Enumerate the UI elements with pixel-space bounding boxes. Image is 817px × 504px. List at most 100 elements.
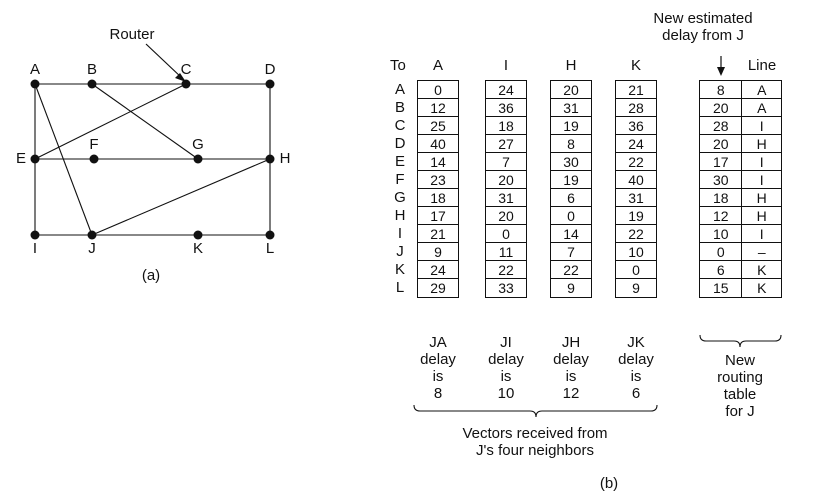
caption-line: for J	[725, 403, 755, 420]
vector-cell: 24	[486, 81, 526, 99]
row-label: A	[394, 81, 405, 98]
node-a	[30, 79, 40, 89]
routing-delay: 8	[700, 81, 743, 98]
footer-line: JA	[429, 334, 447, 351]
vector-cell: 0	[551, 207, 591, 225]
routing-line: H	[756, 208, 767, 224]
vector-cell: 28	[616, 99, 656, 117]
vector-cell: 20	[486, 207, 526, 225]
caption-line: routing	[717, 369, 763, 386]
vector-cell: 31	[616, 189, 656, 207]
routing-line: I	[759, 172, 764, 188]
caption-b: (b)	[599, 475, 619, 492]
caption-a: (a)	[141, 267, 161, 284]
node-label-g: G	[192, 136, 204, 153]
routing-line: I	[759, 226, 764, 242]
node-g	[193, 154, 203, 164]
footer-line: 12	[562, 385, 580, 402]
caption-line: table	[723, 386, 757, 403]
vector-cell: 12	[418, 99, 458, 117]
node-f	[89, 154, 99, 164]
routing-brace	[699, 334, 782, 348]
vector-cell: 31	[486, 189, 526, 207]
footer-line: delay	[488, 351, 524, 368]
vector-cell: 0	[486, 225, 526, 243]
routing-table-caption: New routing table for J	[717, 352, 763, 420]
vector-cell: 30	[551, 153, 591, 171]
routing-delay: 6	[700, 261, 743, 278]
row-label: I	[397, 225, 403, 242]
vector-cell: 27	[486, 135, 526, 153]
node-l	[265, 230, 275, 240]
node-i	[30, 230, 40, 240]
vector-cell: 33	[498, 280, 514, 296]
routing-row: 28 I	[700, 117, 781, 135]
router-arrowhead	[175, 73, 186, 82]
vector-cell: 40	[418, 135, 458, 153]
vector-cell: 20	[486, 171, 526, 189]
row-label: F	[395, 171, 405, 188]
footer-line: 10	[497, 385, 515, 402]
routing-line: K	[757, 280, 767, 296]
footer-line: JI	[500, 334, 512, 351]
caption-line: J's four neighbors	[476, 442, 594, 459]
node-label-j: J	[88, 240, 96, 257]
vector-cell: 18	[486, 117, 526, 135]
routing-line: H	[756, 136, 767, 152]
column-header: I	[503, 57, 509, 74]
footer-line: delay	[420, 351, 456, 368]
vector-cell: 14	[418, 153, 458, 171]
vector-cell: 9	[632, 280, 640, 296]
graph-nodes	[30, 79, 275, 240]
routing-delay: 20	[700, 99, 743, 116]
node-label-l: L	[265, 240, 275, 257]
routing-delay: 15	[700, 279, 743, 297]
vector-cell: 0	[616, 261, 656, 279]
vector-cell: 11	[486, 243, 526, 261]
footer-line: is	[565, 368, 577, 385]
vector-cell: 9	[418, 243, 458, 261]
router-arrow	[145, 43, 183, 79]
vector-cell: 7	[486, 153, 526, 171]
vector-cell: 25	[418, 117, 458, 135]
node-label-f: F	[89, 136, 99, 153]
vector-cell: 24	[616, 135, 656, 153]
node-label-c: C	[180, 61, 192, 78]
row-label: J	[396, 243, 404, 260]
footer-line: 8	[433, 385, 443, 402]
line-header: Line	[747, 57, 777, 74]
node-c	[181, 79, 191, 89]
vector-cell: 36	[616, 117, 656, 135]
node-e	[30, 154, 40, 164]
vector-cell: 29	[430, 280, 446, 296]
row-label: D	[394, 135, 406, 152]
vector-cell: 24	[418, 261, 458, 279]
row-label: L	[395, 279, 405, 296]
vector-cell: 19	[551, 171, 591, 189]
routing-line: H	[756, 190, 767, 206]
routing-delay: 28	[700, 117, 743, 134]
column-header: H	[565, 57, 577, 74]
node-j	[87, 230, 97, 240]
row-label: G	[394, 189, 406, 206]
footer-line: JK	[627, 334, 645, 351]
node-k	[193, 230, 203, 240]
row-label: E	[394, 153, 405, 170]
vector-cell: 18	[418, 189, 458, 207]
routing-line: I	[759, 118, 764, 134]
vector-cell: 17	[418, 207, 458, 225]
edge-b-g	[91, 83, 199, 160]
routing-delay: 0	[700, 243, 743, 260]
routing-line: I	[759, 154, 764, 170]
